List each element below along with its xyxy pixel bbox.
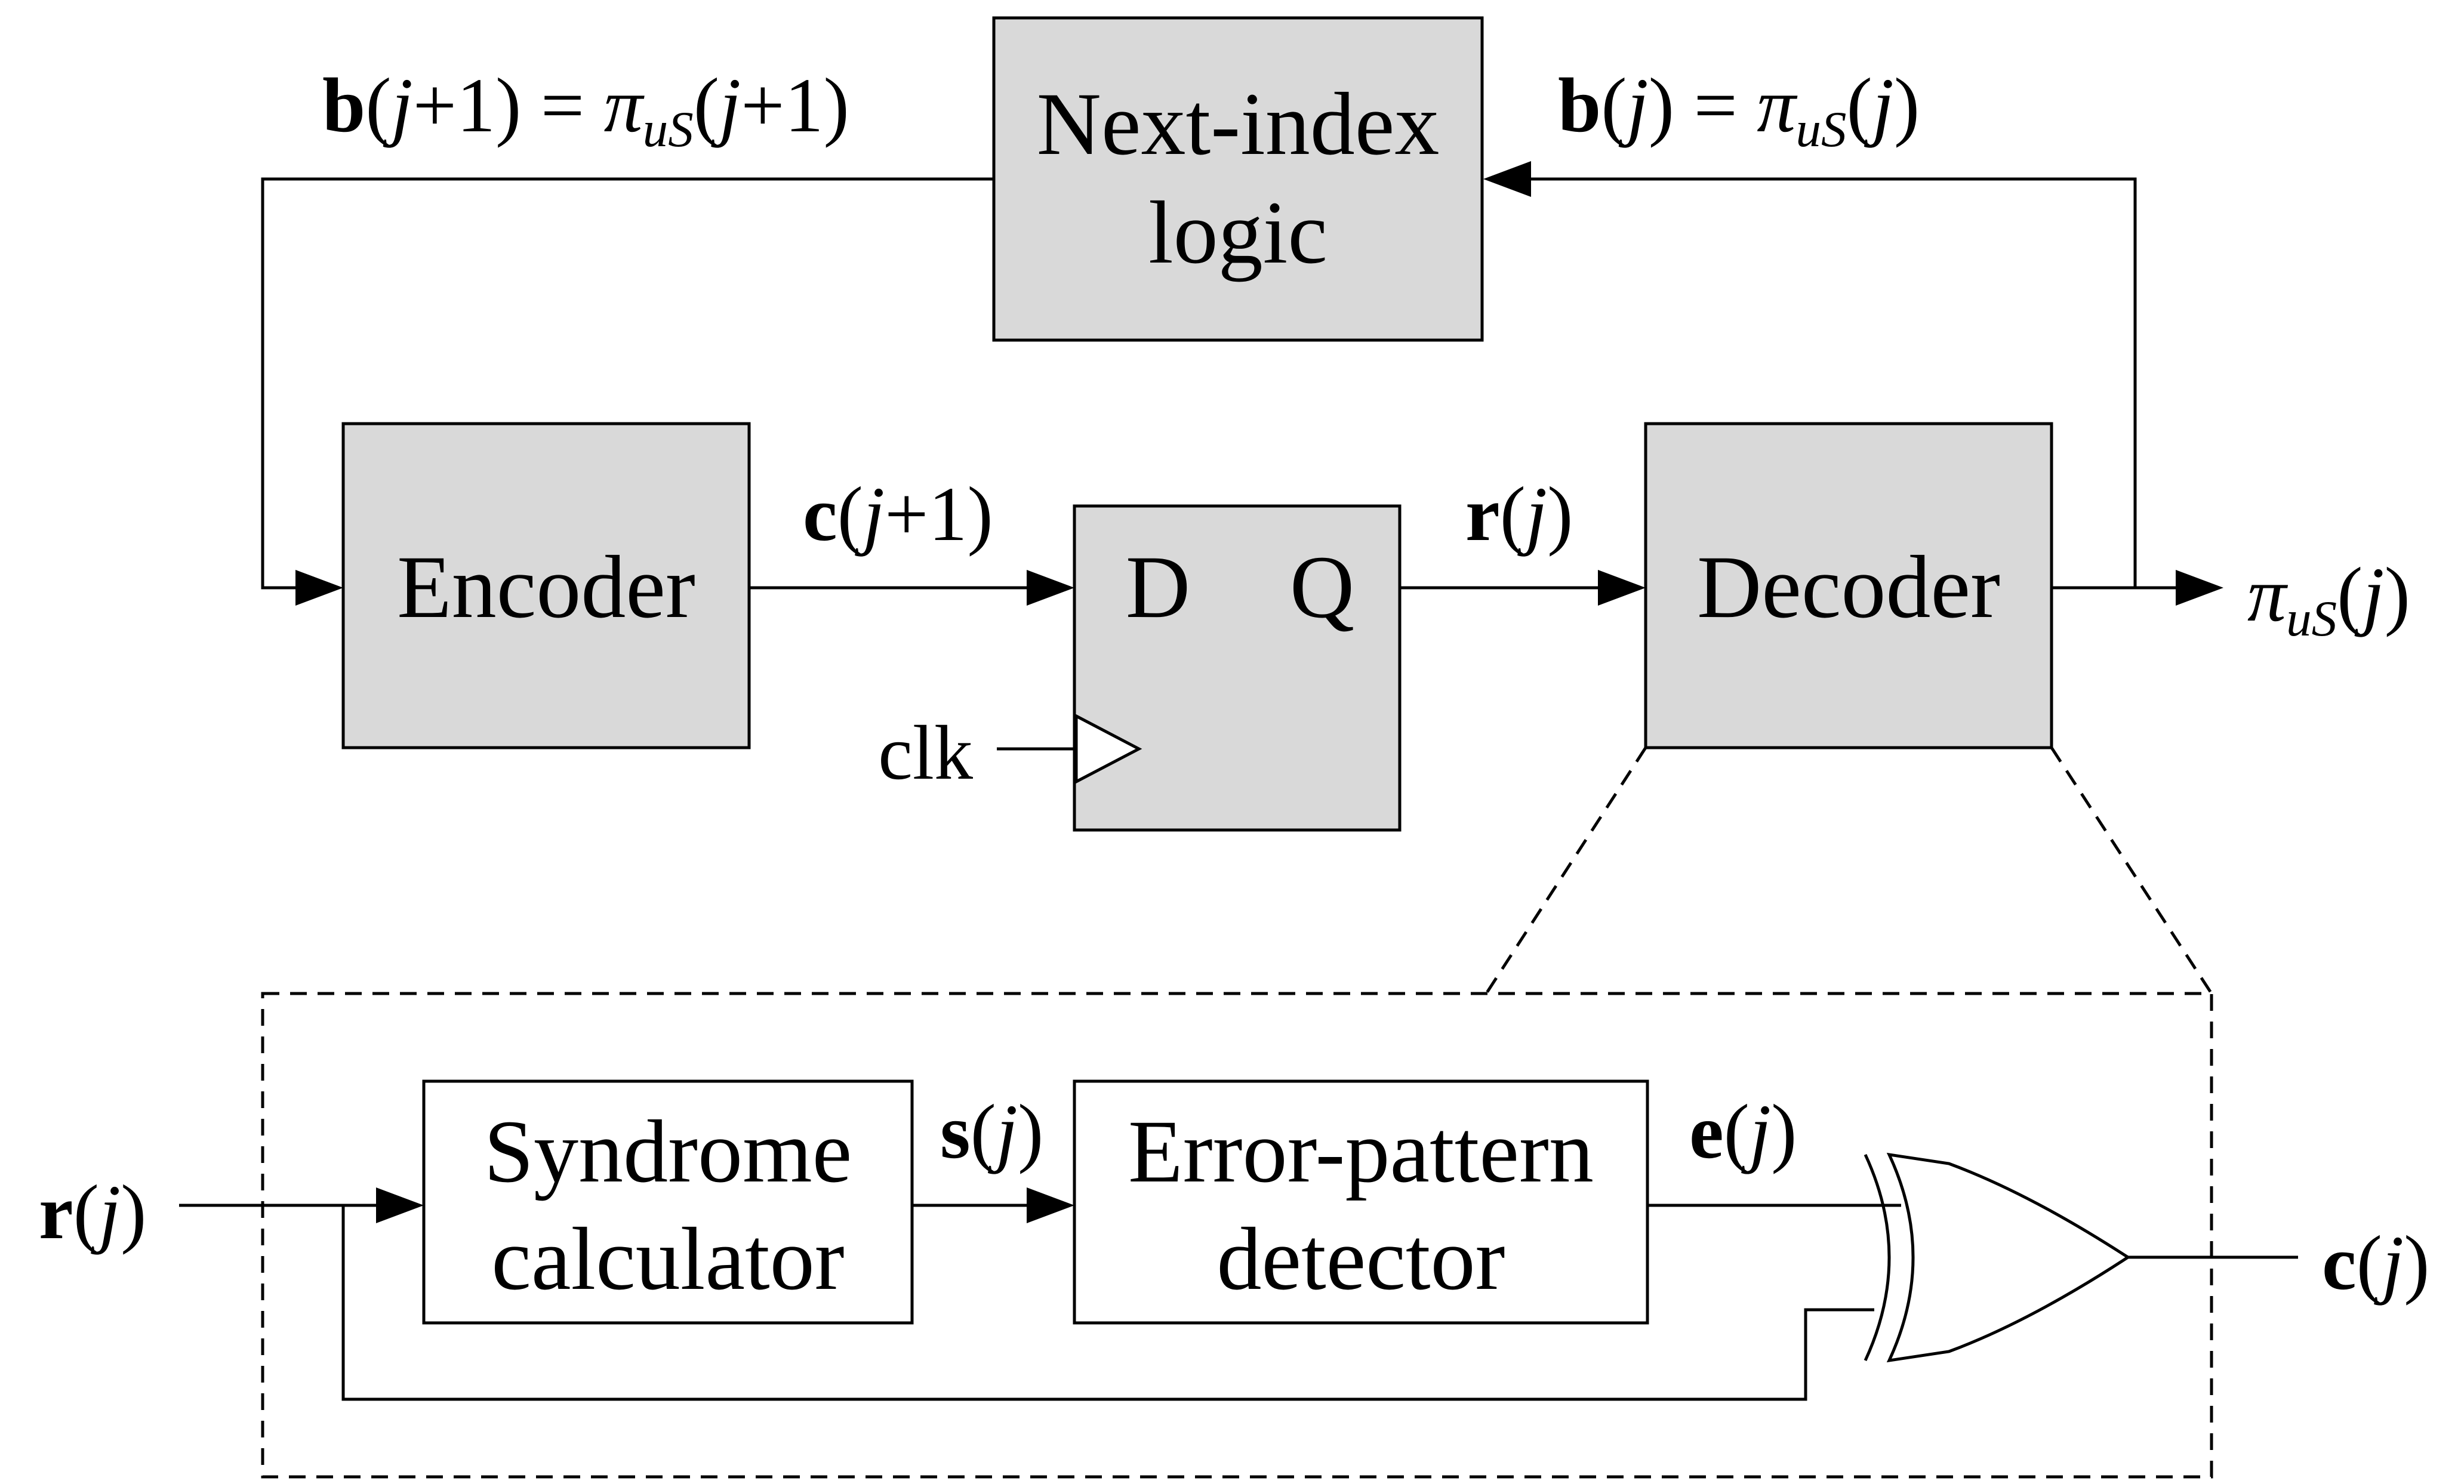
zoom-line-right: [2050, 746, 2213, 995]
signal-r-input-label: r(j): [39, 1170, 146, 1255]
signal-c-output-label: c(j): [2322, 1220, 2429, 1306]
decoder-label: Decoder: [1697, 538, 2000, 637]
wire-r-bypass: [341, 1205, 1874, 1401]
syndrome-label-line1: Syndrome: [484, 1102, 852, 1201]
arrow-into-detector-icon: [1027, 1187, 1074, 1223]
decoder-block: Decoder: [1644, 422, 2053, 749]
wire-decoder-to-next-index: [1528, 177, 2137, 590]
arrow-into-decoder-icon: [1598, 570, 1646, 606]
next-index-label-line2: logic: [1148, 183, 1328, 282]
signal-s-label: s(j): [940, 1089, 1043, 1175]
arrow-output-pi-icon: [2176, 570, 2223, 606]
signal-pi-output-label: πuS(j): [2247, 552, 2410, 647]
zoom-line-left: [1484, 746, 1647, 995]
next-index-label-line1: Next-index: [1037, 75, 1440, 174]
signal-b-next-label: b(j+1) = πuS(j+1): [322, 63, 849, 158]
arrow-into-encoder-icon: [295, 570, 343, 606]
encoder-label: Encoder: [397, 538, 695, 637]
error-pattern-label-line1: Error-pattern: [1128, 1102, 1594, 1201]
decoder-detail-frame: [261, 992, 2213, 1479]
xor-gate-icon: [1864, 1152, 2131, 1363]
arrow-into-syndrome-icon: [376, 1187, 424, 1223]
signal-c-next-label: c(j+1): [803, 471, 993, 557]
signal-b-current-label: b(j) = πuS(j): [1558, 63, 1920, 158]
wire-next-index-to-encoder: [261, 177, 994, 590]
arrow-into-next-index-icon: [1483, 161, 1531, 197]
syndrome-label-line2: calculator: [491, 1210, 844, 1309]
error-pattern-label-line2: detector: [1216, 1210, 1505, 1309]
next-index-logic-block: Next-index logic: [992, 16, 1484, 342]
clk-label: clk: [878, 710, 973, 796]
error-pattern-detector-block: Error-pattern detector: [1073, 1079, 1649, 1325]
flipflop-q-label: Q: [1290, 538, 1354, 637]
signal-e-label: e(j): [1689, 1089, 1797, 1175]
syndrome-calculator-block: Syndrome calculator: [422, 1079, 914, 1325]
arrow-into-flipflop-icon: [1027, 570, 1074, 606]
encoder-block: Encoder: [341, 422, 751, 749]
signal-r-top-label: r(j): [1465, 471, 1573, 557]
d-flipflop-block: D Q: [1073, 504, 1402, 832]
flipflop-d-label: D: [1126, 538, 1190, 637]
